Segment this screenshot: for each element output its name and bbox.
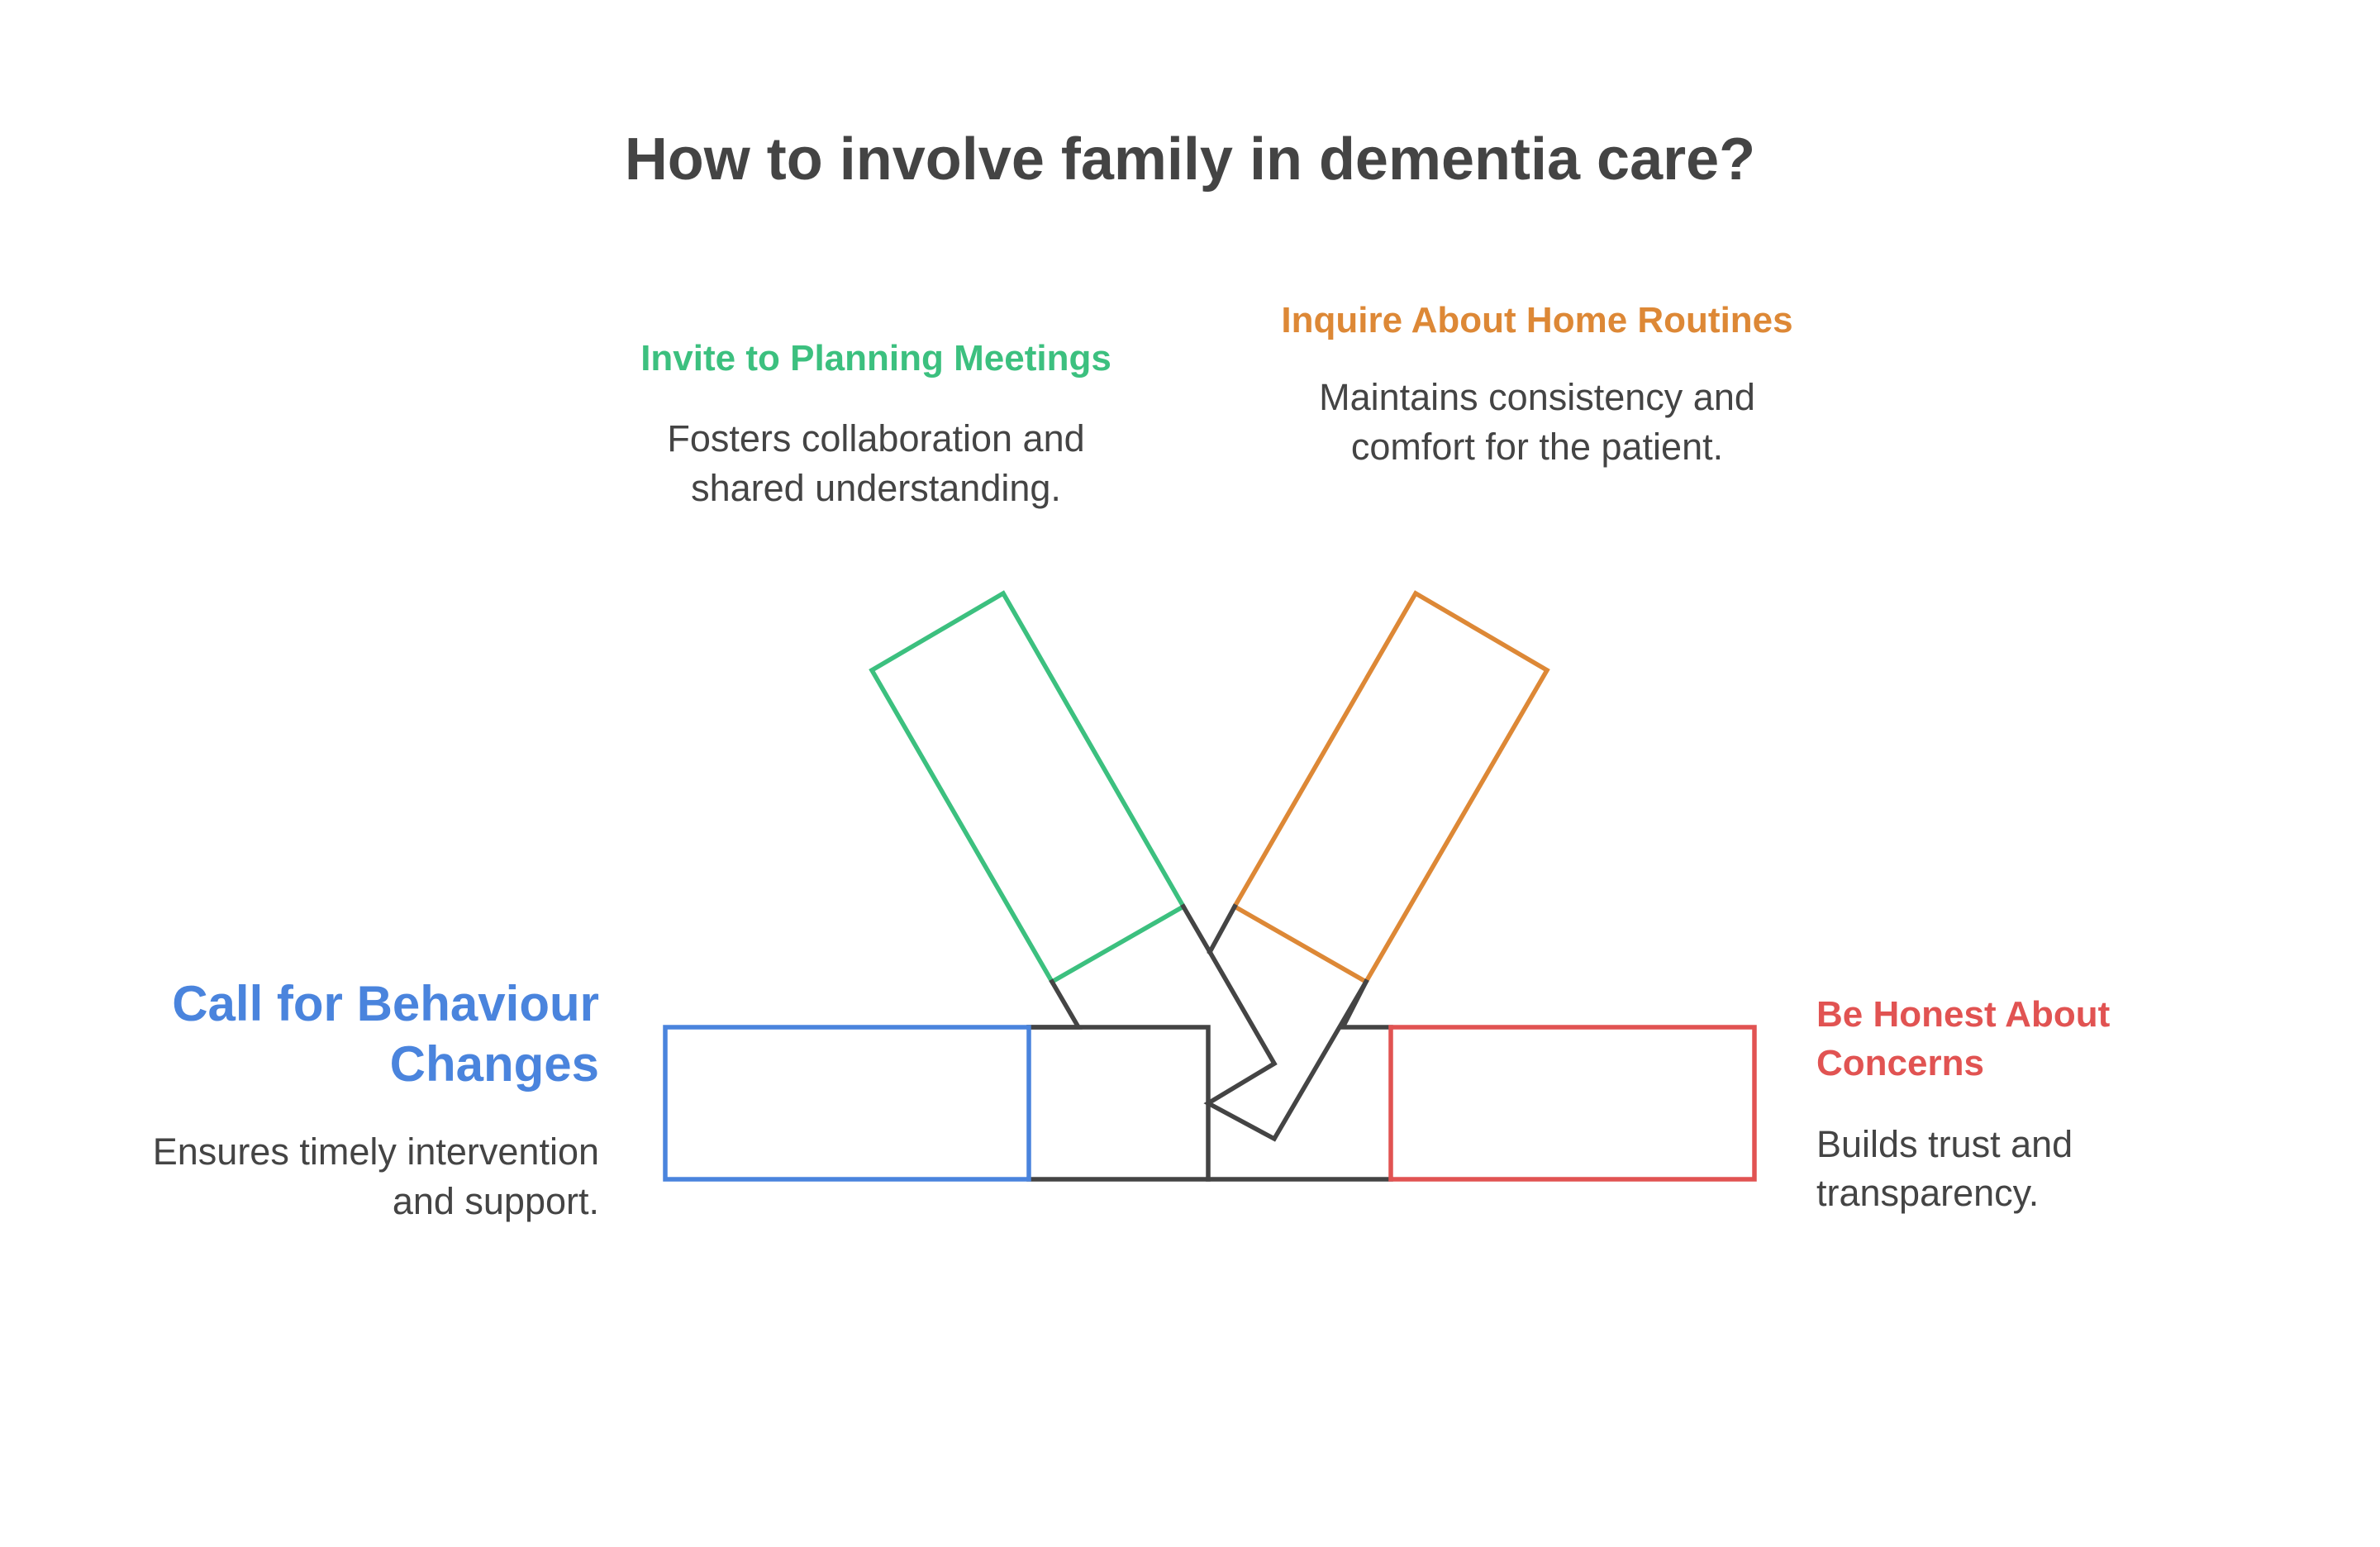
box-honest-red: [1388, 1025, 1757, 1182]
palm-wrist-v: [1203, 949, 1369, 1142]
finger-inquire-outline: [1231, 590, 1550, 985]
item-inquire: Inquire About Home Routines Maintains co…: [1273, 296, 1802, 471]
diagram-title: How to involve family in dementia care?: [624, 126, 1756, 193]
item-invite-description: Fosters collaboration and shared underst…: [667, 417, 1085, 509]
item-invite: Invite to Planning Meetings Fosters coll…: [612, 334, 1140, 512]
item-honest: Be Honest About Concerns Builds trust an…: [1816, 990, 2246, 1218]
palm-center-box: [1026, 1025, 1211, 1182]
palm-right-top: [1339, 978, 1393, 1030]
palm-left-connector: [1026, 978, 1083, 1030]
box-call-blue: [663, 1025, 1031, 1182]
finger-invite-green: [872, 959, 1164, 1010]
item-call-description: Ensures timely intervention and support.: [152, 1130, 599, 1222]
item-honest-description: Builds trust and transparency.: [1816, 1122, 2073, 1215]
item-inquire-description: Maintains consistency and comfort for th…: [1319, 376, 1755, 468]
item-inquire-title: Inquire About Home Routines: [1281, 300, 1793, 340]
item-invite-title: Invite to Planning Meetings: [640, 338, 1111, 378]
item-honest-title: Be Honest About Concerns: [1816, 994, 2111, 1084]
finger-invite-outline: [869, 590, 1187, 985]
palm-green-link: [1180, 903, 1213, 955]
item-call-title: Call for Behaviour Changes: [172, 976, 599, 1092]
palm-orange-link: [1207, 903, 1238, 955]
item-call: Call for Behaviour Changes Ensures timel…: [99, 973, 599, 1226]
